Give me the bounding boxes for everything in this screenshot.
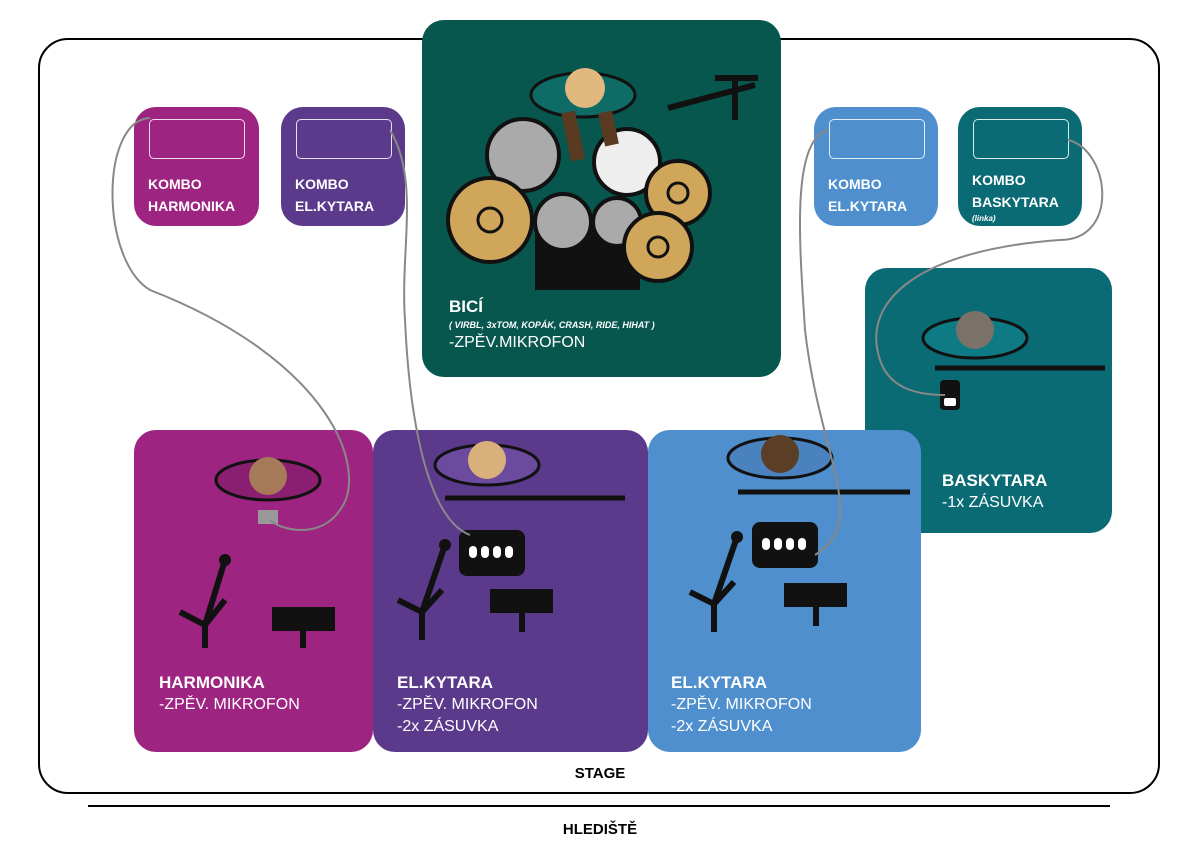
drummer-icon (529, 68, 637, 162)
guitar-1-title: EL.KYTARA (397, 673, 494, 692)
guitar-2-line2: -2x ZÁSUVKA (671, 718, 773, 735)
drums-note: ( VIRBL, 3xTOM, KOPÁK, CRASH, RIDE, HIHA… (449, 320, 655, 330)
bassist-icon (921, 311, 1105, 410)
combo-label: EL.KYTARA (828, 198, 908, 214)
combo-note: (linka) (972, 214, 996, 223)
harmonika-title: HARMONIKA (159, 673, 265, 692)
amp-icon (973, 119, 1069, 159)
combo-label: KOMBO (972, 172, 1026, 188)
combo-label: HARMONIKA (148, 198, 236, 214)
guitarist-2-icon (688, 435, 910, 632)
bass-line1: -1x ZÁSUVKA (942, 494, 1044, 511)
stage-edge-line (88, 805, 1110, 807)
bass-title: BASKYTARA (942, 471, 1048, 490)
guitarist-1-icon (396, 441, 625, 640)
combo-label: EL.KYTARA (295, 198, 375, 214)
drums-title: BICÍ (449, 297, 483, 316)
guitar-1-line2: -2x ZÁSUVKA (397, 718, 499, 735)
amp-icon (149, 119, 245, 159)
harmonika-line1: -ZPĚV. MIKROFON (159, 696, 300, 713)
combo-label: BASKYTARA (972, 194, 1059, 210)
combo-guitar-1: KOMBO EL.KYTARA (281, 107, 405, 226)
drums-line1: -ZPĚV.MIKROFON (449, 334, 586, 351)
amp-icon (296, 119, 392, 159)
cables (111, 117, 1104, 556)
drum-kit-icon (446, 75, 758, 290)
combo-label: KOMBO (148, 176, 202, 192)
combo-guitar-2: KOMBO EL.KYTARA (814, 107, 938, 226)
stage-label: STAGE (574, 765, 626, 782)
combo-label: KOMBO (295, 176, 349, 192)
amp-icon (829, 119, 925, 159)
audience-label: HLEDIŠTĚ (562, 821, 638, 838)
guitar-1-line1: -ZPĚV. MIKROFON (397, 696, 538, 713)
combo-harmonika: KOMBO HARMONIKA (134, 107, 259, 226)
guitar-2-title: EL.KYTARA (671, 673, 768, 692)
harmonika-player-icon (178, 457, 335, 648)
combo-bass: KOMBO BASKYTARA (linka) (958, 107, 1082, 226)
combo-label: KOMBO (828, 176, 882, 192)
guitar-2-line1: -ZPĚV. MIKROFON (671, 696, 812, 713)
